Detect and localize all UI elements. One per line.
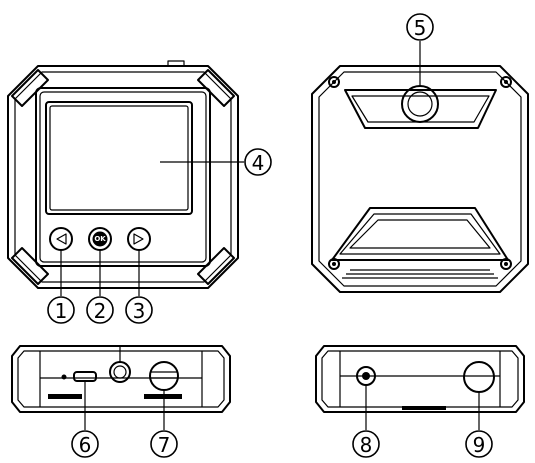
side-left-slot-right (144, 394, 182, 399)
back-bottom-recess-ridge (349, 219, 491, 249)
back-bottom-recess-inner (339, 213, 501, 255)
callout-5: 5 (406, 13, 434, 41)
ok-button-fill (92, 231, 108, 247)
micro-usb-port-icon (73, 371, 97, 382)
right-button[interactable] (127, 227, 151, 251)
usb-indicator-dot (61, 374, 67, 380)
front-bumper-top-right (197, 69, 235, 107)
callout-6: 6 (71, 430, 99, 458)
camera-lens-inner (407, 91, 433, 117)
mount-hole-icon (463, 361, 495, 393)
back-body-inner-outline (318, 71, 522, 287)
side-left-round-button-inner (113, 365, 127, 379)
back-body-outline (311, 65, 529, 293)
front-face-plate (35, 87, 211, 267)
callout-7: 7 (150, 430, 178, 458)
back-screw-top-right-dot (504, 80, 508, 84)
side-left-body (11, 345, 231, 413)
front-view: OK (7, 60, 244, 296)
side-right-slot (402, 406, 446, 410)
front-face-plate-inner (39, 91, 207, 263)
callout-6-label: 6 (79, 433, 92, 457)
side-left-slot-left (48, 394, 82, 399)
callout-8-label: 8 (360, 433, 373, 457)
back-bottom-recess (331, 207, 509, 261)
callout-2-label: 2 (94, 299, 107, 323)
callout-4: 4 (244, 148, 272, 176)
card-slot-icon (149, 361, 179, 391)
callouts: 1 2 3 4 5 6 7 8 (47, 13, 493, 458)
front-body-inner-outline (14, 71, 232, 283)
left-triangle-icon (56, 233, 67, 245)
callout-9: 9 (465, 430, 493, 458)
screen (45, 101, 193, 215)
callout-5-label: 5 (414, 16, 427, 40)
callout-1: 1 (47, 296, 75, 324)
side-right-body (315, 345, 525, 413)
callout-4-label: 4 (252, 151, 265, 175)
front-top-nub (167, 60, 185, 67)
right-triangle-icon (133, 233, 144, 245)
side-left-body-inner (17, 350, 225, 408)
callout-3: 3 (125, 296, 153, 324)
callout-9-label: 9 (473, 433, 486, 457)
back-top-recess-inner (351, 95, 490, 123)
front-body-outline (7, 65, 239, 289)
left-button[interactable] (49, 227, 73, 251)
side-view-jacks (315, 345, 525, 430)
back-view (311, 41, 529, 293)
callout-1-label: 1 (55, 299, 68, 323)
back-screw-top-right (500, 76, 512, 88)
callout-3-label: 3 (133, 299, 146, 323)
front-bumper-bottom-left (11, 247, 49, 285)
front-bumper-top-left (11, 69, 49, 107)
back-screw-top-left-dot (332, 80, 336, 84)
back-screw-top-left (328, 76, 340, 88)
callout-2: 2 (86, 296, 114, 324)
side-view-ports (11, 345, 231, 430)
callout-7-label: 7 (158, 433, 171, 457)
front-bumper-bottom-right (197, 247, 235, 285)
back-screw-bottom-right-dot (504, 262, 508, 266)
callout-8: 8 (352, 430, 380, 458)
side-left-round-button[interactable] (109, 361, 131, 383)
screen-inner (49, 105, 189, 211)
back-top-recess (344, 89, 497, 129)
audio-jack-center (362, 372, 370, 380)
side-right-body-inner (321, 350, 519, 408)
back-screw-bottom-left-dot (332, 262, 336, 266)
ok-button-label: OK (94, 235, 106, 243)
